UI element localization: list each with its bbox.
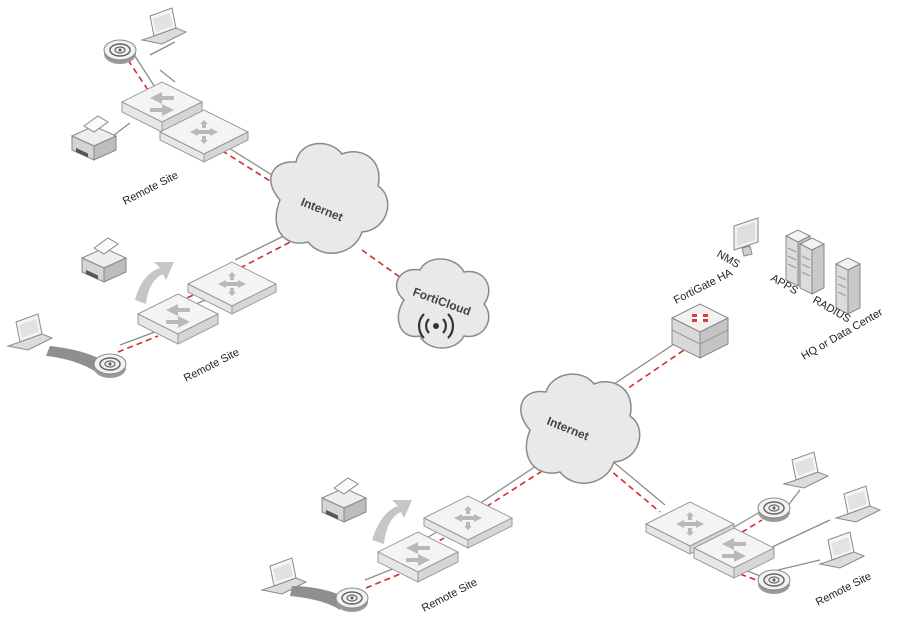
- arrow-icon: [135, 262, 174, 304]
- laptop-icon: [819, 531, 865, 569]
- server-icon: [799, 237, 825, 295]
- internet-cloud-bottom: Internet: [520, 373, 641, 484]
- printer-icon: [321, 477, 367, 523]
- router-icon: [423, 495, 513, 549]
- remote-site-label: Remote Site: [814, 571, 873, 609]
- fortigate-ha-label: FortiGate HA: [672, 267, 735, 307]
- printer-icon: [81, 237, 127, 283]
- remote-site-label: Remote Site: [182, 347, 241, 385]
- printer-icon: [71, 115, 117, 161]
- access-point-icon: [93, 353, 127, 379]
- remote-site-label: Remote Site: [121, 170, 180, 208]
- laptop-icon: [835, 485, 881, 523]
- hq-data-center: NMS APPS RADIUS HQ or Data Center: [715, 217, 885, 363]
- access-point-icon: [757, 497, 791, 523]
- arrow-icon: [372, 500, 412, 544]
- wireless-swoosh-icon: [46, 346, 98, 372]
- internet-cloud-top: Internet: [270, 142, 389, 254]
- server-icon: [835, 257, 861, 315]
- access-point-icon: [757, 569, 791, 595]
- forticloud: FortiCloud: [395, 258, 490, 349]
- fortinet-logo-icon: [692, 314, 708, 322]
- access-point-icon: [103, 39, 137, 65]
- remote-site-bottom-left: Remote Site: [261, 477, 513, 615]
- monitor-icon: [733, 217, 759, 257]
- laptop-icon: [141, 7, 187, 45]
- access-point-icon: [335, 587, 369, 613]
- remote-site-top: Remote Site: [71, 7, 249, 208]
- remote-site-bottom-right: Remote Site: [645, 451, 881, 609]
- wireless-swoosh-icon: [290, 586, 342, 610]
- laptop-icon: [7, 313, 53, 351]
- fortigate-ha: FortiGate HA: [670, 267, 735, 359]
- wireless-signal-icon: [417, 313, 455, 339]
- remote-site-label: Remote Site: [420, 577, 479, 615]
- switch-icon: [377, 531, 459, 583]
- laptop-icon: [783, 451, 829, 489]
